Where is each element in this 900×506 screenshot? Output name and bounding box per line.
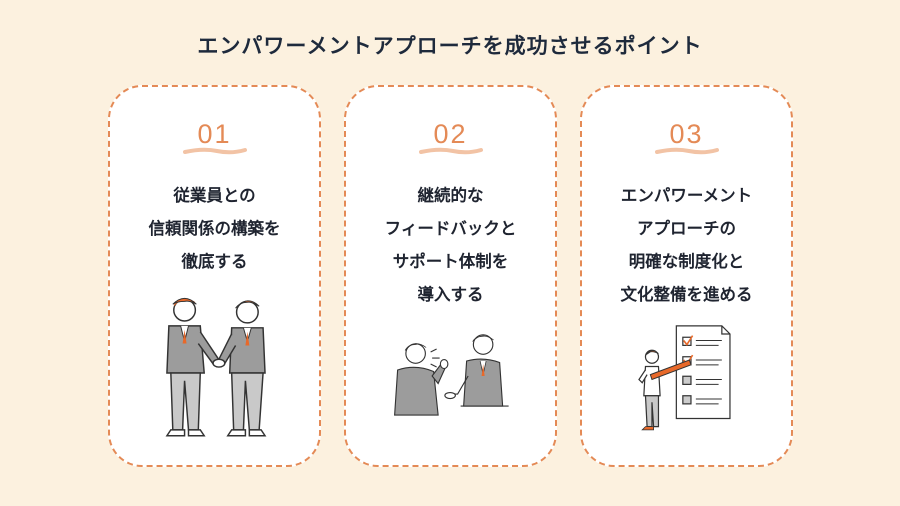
point-card-1: 01 従業員との 信頼関係の構築を 徹底する: [108, 85, 321, 467]
point-text-line: 明確な制度化と: [628, 252, 745, 271]
point-number: 02: [433, 119, 468, 149]
point-text-line: アプローチの: [637, 219, 736, 238]
brush-underline-icon: [654, 147, 719, 155]
point-text-line: 信頼関係の構築を: [148, 219, 281, 238]
checklist-illustration: [638, 325, 731, 431]
point-text-line: 導入する: [417, 285, 484, 304]
point-text: 継続的な フィードバックと サポート体制を 導入する: [346, 179, 555, 311]
point-number: 03: [669, 119, 704, 149]
brush-underline-icon: [182, 147, 247, 155]
point-text-line: 文化整備を進める: [620, 285, 753, 304]
point-text-line: サポート体制を: [392, 252, 509, 271]
point-card-3: 03 エンパワーメント アプローチの 明確な制度化と 文化整備を進める: [580, 85, 793, 467]
point-text-line: 継続的な: [417, 186, 484, 205]
point-text-line: フィードバックと: [384, 219, 517, 238]
point-number: 01: [197, 119, 232, 149]
point-text-line: エンパワーメント: [620, 186, 753, 205]
point-text-line: 従業員との: [173, 186, 256, 205]
point-text: エンパワーメント アプローチの 明確な制度化と 文化整備を進める: [582, 179, 791, 311]
handshake-illustration: [165, 297, 267, 437]
brush-underline-icon: [418, 147, 483, 155]
point-text-line: 徹底する: [181, 252, 248, 271]
point-card-2: 02 継続的な フィードバックと サポート体制を 導入する: [344, 85, 557, 467]
feedback-illustration: [394, 334, 509, 416]
page-title: エンパワーメントアプローチを成功させるポイント: [197, 34, 703, 58]
point-text: 従業員との 信頼関係の構築を 徹底する: [110, 179, 319, 278]
